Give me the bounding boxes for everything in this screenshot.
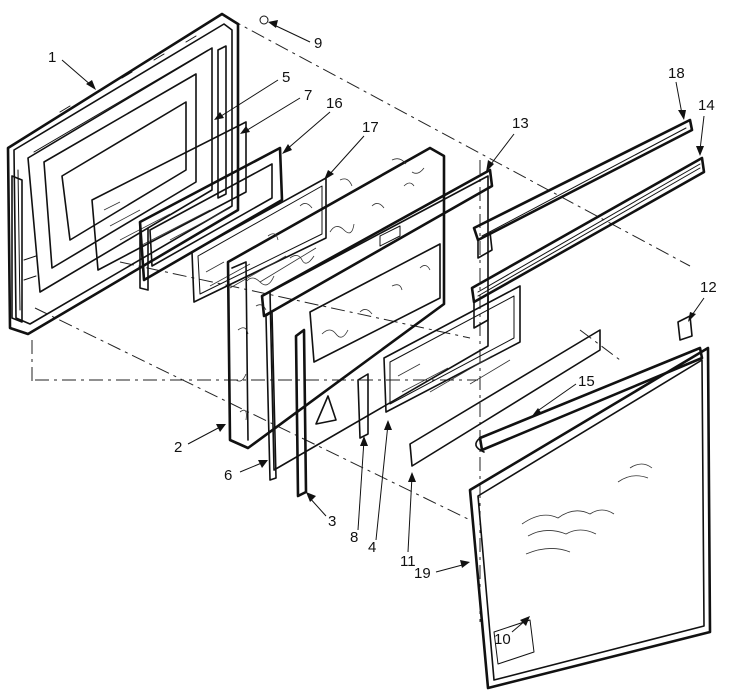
arrow-icon <box>86 80 96 90</box>
callout-label-7: 7 <box>304 87 312 104</box>
part-7-wedge <box>315 395 337 425</box>
part-19-outer-door <box>468 346 712 690</box>
arrow-icon <box>282 144 292 154</box>
part-1-door-frame <box>6 12 269 336</box>
callout-label-5: 5 <box>282 69 290 86</box>
callout-label-18: 18 <box>668 65 685 82</box>
arrow-icon <box>408 472 416 482</box>
callout-label-9: 9 <box>314 35 322 52</box>
part-5-inner-glass <box>91 121 247 271</box>
arrow-icon <box>696 146 704 156</box>
arrow-icon <box>240 126 250 134</box>
arrow-icon <box>216 424 226 432</box>
callout-label-3: 3 <box>328 513 336 530</box>
callout-label-11: 11 <box>400 553 416 570</box>
callout-4: 4 <box>368 420 392 556</box>
callout-13: 13 <box>486 115 529 172</box>
arrow-icon <box>520 616 530 626</box>
callout-label-6: 6 <box>224 467 232 484</box>
part-9-screw-icon <box>259 15 269 25</box>
callout-3: 3 <box>306 492 336 530</box>
callout-label-4: 4 <box>368 539 376 556</box>
part-11-bottom-tray <box>409 329 601 467</box>
arrow-icon <box>532 408 542 416</box>
callout-17: 17 <box>324 119 379 180</box>
part-8-bracket <box>357 373 369 439</box>
callout-label-19: 19 <box>414 565 431 582</box>
arrow-icon <box>460 560 470 568</box>
part-16-glass-retainer <box>138 146 284 291</box>
arrow-icon <box>384 420 392 430</box>
callout-label-14: 14 <box>698 97 715 114</box>
callout-label-1: 1 <box>48 49 56 66</box>
callout-15: 15 <box>532 373 595 416</box>
callout-18: 18 <box>668 65 686 120</box>
part-13-inner-door-panel <box>260 168 494 471</box>
callout-6: 6 <box>224 460 268 484</box>
part-18-top-trim <box>472 118 694 259</box>
callout-label-16: 16 <box>326 95 343 112</box>
part-4-glass-pane <box>383 285 521 413</box>
part-15-handle-bar <box>475 346 704 453</box>
callout-7: 7 <box>240 87 312 134</box>
callout-16: 16 <box>282 95 343 154</box>
callout-8: 8 <box>350 436 368 546</box>
arrow-icon <box>306 492 316 502</box>
callout-14: 14 <box>696 97 715 156</box>
callout-label-10: 10 <box>494 631 511 648</box>
callout-label-17: 17 <box>362 119 379 136</box>
callout-1: 1 <box>48 49 96 90</box>
callout-11: 11 <box>400 472 416 570</box>
callout-19: 19 <box>414 560 470 582</box>
callout-2: 2 <box>174 424 226 456</box>
part-2-insulation-panel <box>226 146 446 450</box>
callout-label-15: 15 <box>578 373 595 390</box>
callout-5: 5 <box>214 69 290 120</box>
part-12-hinge-clip <box>677 315 693 341</box>
arrow-icon <box>688 312 696 322</box>
callout-label-13: 13 <box>512 115 529 132</box>
assembly-guide-lines <box>31 17 691 622</box>
callout-label-2: 2 <box>174 439 182 456</box>
arrow-icon <box>486 160 494 172</box>
callout-12: 12 <box>688 279 717 322</box>
part-3-side-trim <box>294 328 308 498</box>
callout-9: 9 <box>268 20 322 52</box>
part-6-side-trim <box>265 311 277 481</box>
arrow-icon <box>214 112 224 120</box>
part-14-vent-trim <box>470 156 706 329</box>
callouts: 1 2 3 4 5 6 7 <box>48 20 717 648</box>
arrow-icon <box>258 460 268 468</box>
part-17-middle-glass <box>191 177 327 303</box>
arrow-icon <box>268 20 278 28</box>
arrow-icon <box>324 170 334 180</box>
callout-label-8: 8 <box>350 529 358 546</box>
arrow-icon <box>678 110 686 120</box>
arrow-icon <box>360 436 368 446</box>
callout-label-12: 12 <box>700 279 717 296</box>
callout-10: 10 <box>494 616 530 648</box>
